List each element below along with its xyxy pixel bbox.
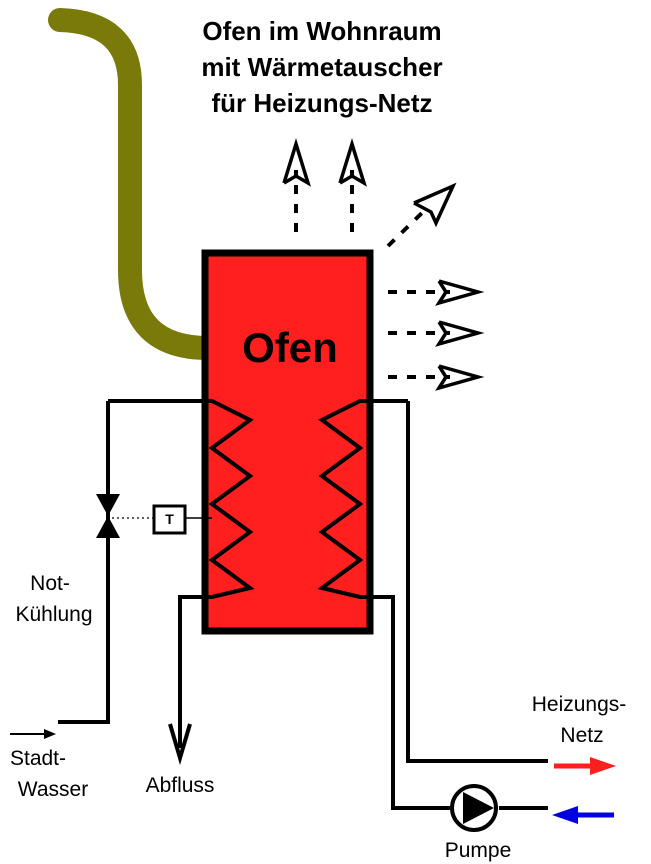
heat-arrow-up-right xyxy=(338,138,367,232)
heat-arrows xyxy=(282,138,485,391)
cooling-valve[interactable] xyxy=(96,494,120,538)
oven-body xyxy=(201,249,374,635)
heat-arrow-right-2 xyxy=(388,320,485,347)
diagram-title-line-3: für Heizungs-Netz xyxy=(212,88,433,118)
diagram-title-line-2: mit Wärmetauscher xyxy=(201,52,442,82)
heat-arrow-right-1 xyxy=(388,279,485,306)
city-water-label-line-1: Stadt- xyxy=(10,747,66,770)
heat-arrow-right-3 xyxy=(388,364,485,391)
oven-label: Ofen xyxy=(242,324,338,371)
heating-net-label-line-2: Netz xyxy=(560,724,603,747)
heat-arrow-up-left xyxy=(282,138,311,232)
thermostat-label: T xyxy=(165,511,174,527)
city-water-arrow xyxy=(10,729,56,739)
chimney-pipe xyxy=(48,8,220,360)
thermostat-box xyxy=(152,504,187,535)
emergency-cooling-label-line-2: Kühlung xyxy=(15,603,92,626)
supply-arrow xyxy=(554,757,616,775)
drain-arrow-head xyxy=(168,723,192,766)
city-water-label-line-2: Wasser xyxy=(18,778,88,801)
diagram-title-line-1: Ofen im Wohnraum xyxy=(202,16,441,46)
heat-arrow-diagonal xyxy=(386,182,457,248)
emergency-cooling-label-line-1: Not- xyxy=(30,572,70,595)
pump-label: Pumpe xyxy=(445,839,512,862)
heating-net-label-line-1: Heizungs- xyxy=(532,693,627,716)
drain-label: Abfluss xyxy=(146,774,215,797)
return-arrow xyxy=(552,806,614,824)
pump-symbol[interactable] xyxy=(450,784,498,832)
heating-coil xyxy=(317,399,548,810)
